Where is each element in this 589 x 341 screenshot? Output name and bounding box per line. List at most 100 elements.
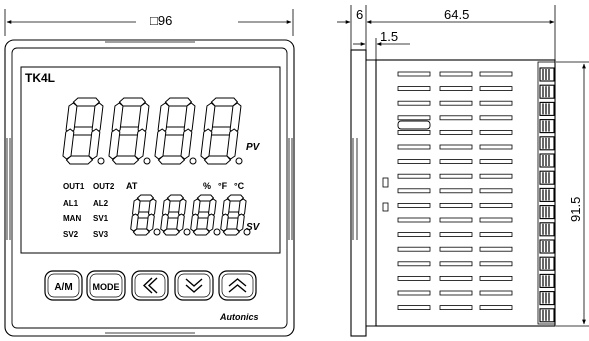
terminal-screw <box>539 136 555 151</box>
pv-digit <box>62 97 105 165</box>
pv-display <box>62 97 243 165</box>
vent-slot <box>397 217 431 223</box>
sv-digit <box>220 194 251 236</box>
vent-slot <box>397 305 431 311</box>
terminal-screw <box>539 187 555 202</box>
indicator-at: AT <box>126 181 138 191</box>
bezel-dim-label: 6 <box>356 7 363 22</box>
terminal-screw <box>539 205 555 220</box>
indicator-out2: OUT2 <box>93 182 115 191</box>
vent-slot <box>439 290 473 296</box>
vent-slot <box>439 86 473 91</box>
vent-slot <box>439 115 473 121</box>
vent-slot <box>479 232 513 238</box>
terminal-screw <box>539 291 555 306</box>
vent-slot <box>397 275 431 281</box>
vent-slot <box>479 188 513 194</box>
vent-slot <box>439 129 473 135</box>
terminal-screw <box>539 170 555 185</box>
vent-slot <box>397 173 431 179</box>
vent-slot <box>439 71 473 77</box>
terminal-screw <box>539 273 555 288</box>
brand-logo: Autonics <box>219 312 259 322</box>
vent-slot <box>397 71 431 77</box>
front-view: □96 TK4L PV SV OUT1 AL1 MAN SV2 OUT2 AL2… <box>4 9 295 337</box>
vent-slot <box>479 305 513 311</box>
vent-slot <box>397 86 431 91</box>
terminal-screw <box>539 239 555 254</box>
sv-display <box>130 194 251 236</box>
terminal-screw <box>539 101 555 116</box>
vent-slot <box>397 261 431 267</box>
indicator-sv3: SV3 <box>93 230 109 239</box>
pv-digit <box>200 97 243 165</box>
vent-slot <box>439 217 473 223</box>
vent-slot <box>439 275 473 281</box>
indicator-al2: AL2 <box>93 199 109 208</box>
up-button[interactable] <box>218 270 257 301</box>
terminal-screw <box>539 119 555 134</box>
vent-slot <box>397 232 431 238</box>
vent-slot <box>479 290 513 296</box>
mode-button-label: MODE <box>93 282 120 292</box>
vent-slot <box>479 202 513 208</box>
indicator-al1: AL1 <box>63 199 79 208</box>
vent-slot <box>439 159 473 165</box>
width-dim-label: □96 <box>150 13 172 28</box>
unit-celsius: °C <box>234 181 245 191</box>
vent-slot <box>439 261 473 267</box>
depth-dim-label: 64.5 <box>444 7 469 22</box>
double-chevron-left-icon <box>142 277 158 294</box>
pv-digit <box>154 97 197 165</box>
pv-digit <box>108 97 151 165</box>
sv-label: SV <box>246 222 261 233</box>
vent-slot <box>479 129 513 135</box>
vent-slot <box>439 144 473 150</box>
vent-slot <box>479 217 513 223</box>
terminal-screw <box>539 153 555 168</box>
vent-slot <box>439 246 473 252</box>
vent-slot <box>439 232 473 238</box>
double-chevron-down-icon <box>185 278 203 293</box>
vent-slot <box>479 246 513 252</box>
vent-slot <box>397 159 431 165</box>
side-view: 6 64.5 1.5 91.5 <box>337 5 589 337</box>
terminal-screw <box>539 67 555 82</box>
vent-slot <box>439 188 473 194</box>
double-chevron-up-icon <box>228 278 247 293</box>
indicator-sv1: SV1 <box>93 214 109 223</box>
unit-percent: % <box>203 181 211 191</box>
sv-digit <box>190 194 221 236</box>
vent-slot <box>397 129 431 135</box>
vent-slot <box>397 290 431 296</box>
vent-slot <box>397 115 431 121</box>
am-button-label: A/M <box>54 282 72 293</box>
vent-slot <box>479 144 513 150</box>
vent-slot <box>479 86 513 91</box>
sv-digit <box>160 194 191 236</box>
mode-button[interactable]: MODE <box>86 270 126 301</box>
vent-slot <box>479 115 513 121</box>
vent-slot <box>479 261 513 267</box>
indicator-man: MAN <box>63 214 81 223</box>
terminal-screw <box>539 84 555 99</box>
bezel-inner-outline <box>11 47 288 329</box>
down-button[interactable] <box>174 270 214 301</box>
vent-slot <box>397 246 431 252</box>
height-dim-label: 91.5 <box>568 197 583 222</box>
vent-slot <box>479 173 513 179</box>
vent-slot <box>439 100 473 106</box>
unit-fahrenheit: °F <box>218 181 228 191</box>
terminal-screw <box>539 256 555 271</box>
panel-dim-label: 1.5 <box>380 29 398 44</box>
shift-button[interactable] <box>131 270 169 301</box>
indicator-sv2: SV2 <box>63 230 79 239</box>
model-label: TK4L <box>25 71 55 85</box>
am-button[interactable]: A/M <box>44 270 83 301</box>
housing-vents <box>397 71 513 311</box>
vent-slot <box>439 202 473 208</box>
vent-slot <box>439 305 473 311</box>
vent-slot <box>479 71 513 77</box>
vent-slot <box>479 159 513 165</box>
